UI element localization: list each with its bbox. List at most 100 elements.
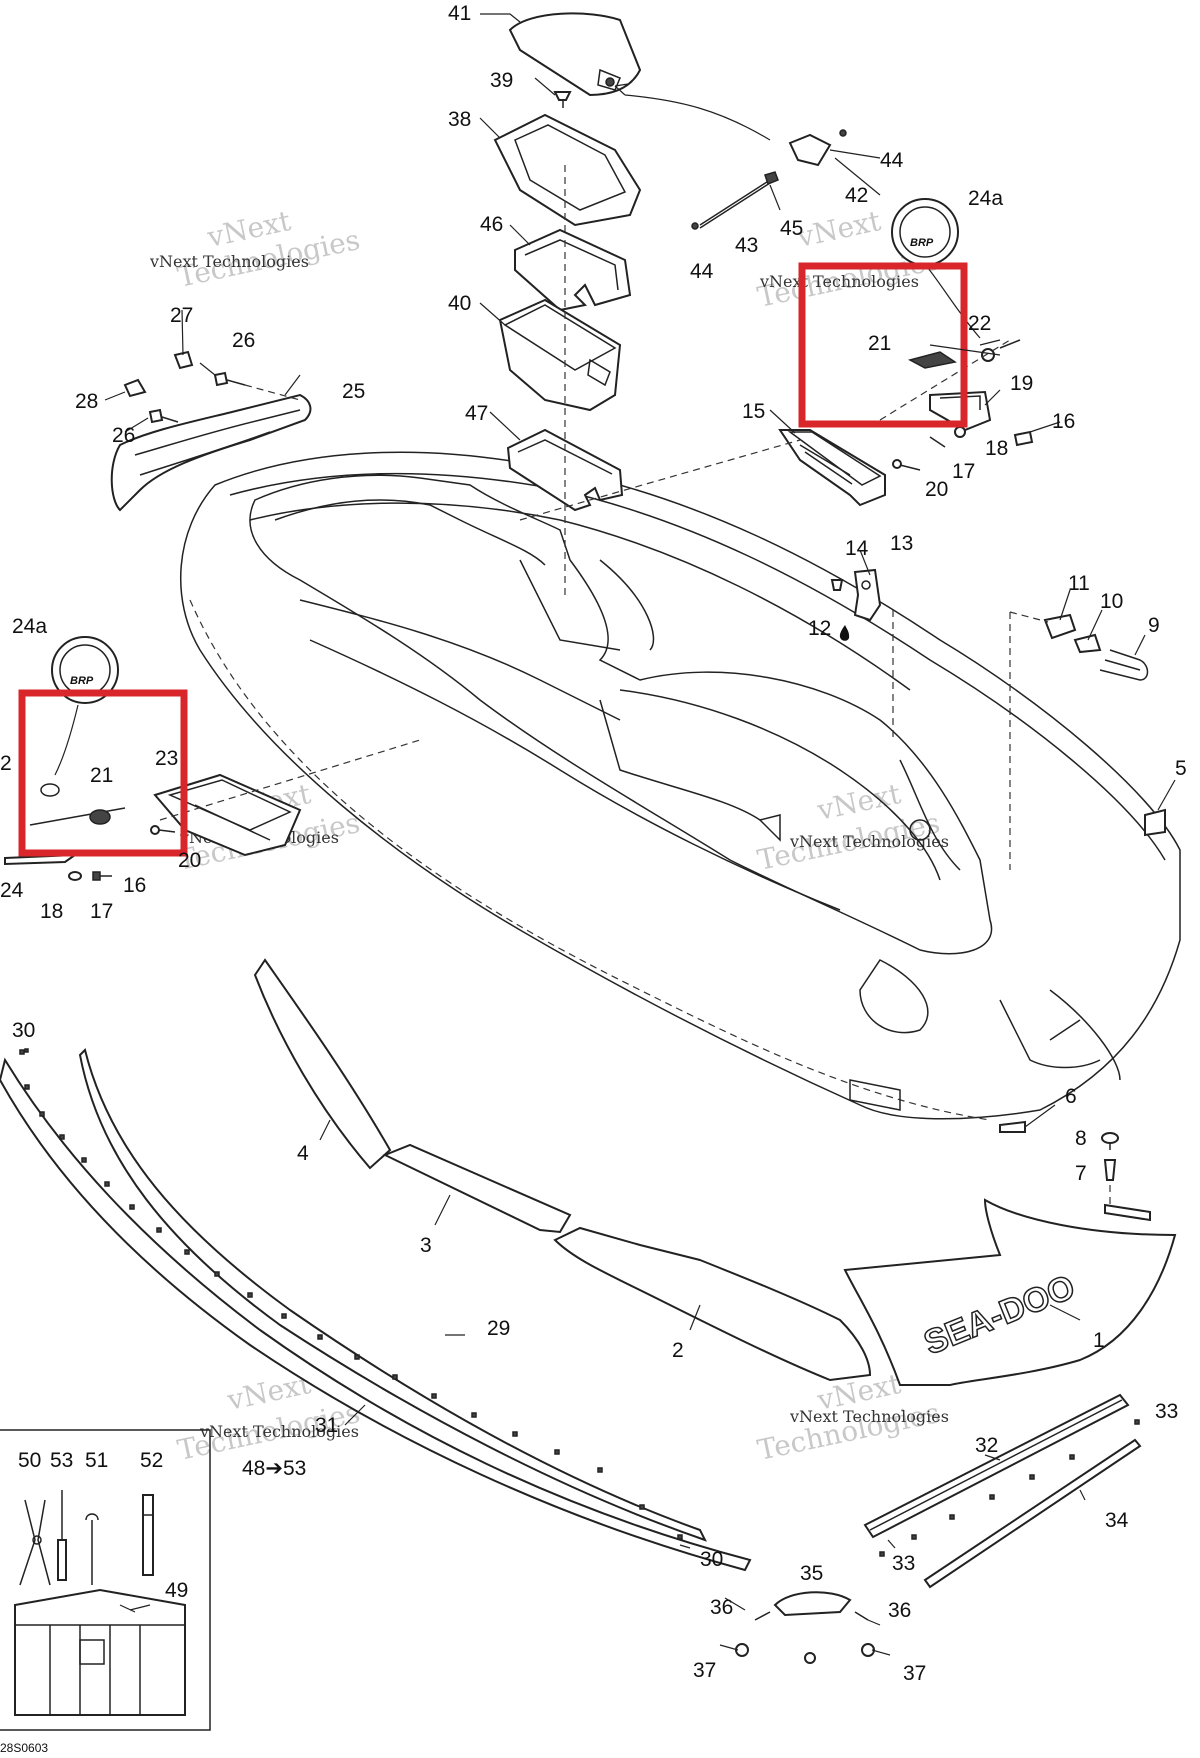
part-51-wrench <box>85 1513 99 1585</box>
part-18-washer-right <box>954 426 966 438</box>
part-27-nut <box>173 350 194 370</box>
part-46-gasket <box>514 228 632 312</box>
part-24a-brp-emblem-right: BRP <box>891 198 959 266</box>
part-20-screw-left <box>150 825 176 835</box>
label-15: 15 <box>742 400 765 423</box>
svg-text:vNext Technologies: vNext Technologies <box>199 1422 359 1441</box>
label-33-right: 33 <box>1155 1400 1178 1423</box>
label-38: 38 <box>448 108 471 131</box>
part-9-u-bolt <box>1099 649 1149 681</box>
part-25-handle-trim <box>110 393 312 512</box>
part-49-tool-pouch <box>14 1588 186 1716</box>
part-6-cap <box>999 1120 1026 1133</box>
label-44-bottom: 44 <box>690 260 714 283</box>
highlight-box-left <box>18 689 188 857</box>
label-36-left: 36 <box>710 1596 733 1619</box>
label-39: 39 <box>490 69 513 92</box>
svg-text:BRP: BRP <box>70 675 94 687</box>
part-7-bar <box>1104 1203 1151 1222</box>
highlight-box-right <box>798 262 968 428</box>
label-7: 7 <box>1075 1162 1087 1185</box>
part-16-nut-right <box>1013 430 1034 447</box>
label-50: 50 <box>18 1449 41 1472</box>
part-45-spring <box>764 171 779 185</box>
part-40-storage-bin <box>498 298 622 412</box>
label-28: 28 <box>75 390 98 413</box>
part-30-screw-row <box>19 1048 683 1540</box>
part-21-bracket-left <box>29 783 126 826</box>
label-53: 53 <box>50 1449 73 1472</box>
part-53-screwdriver <box>57 1490 67 1581</box>
label-29: 29 <box>487 1317 510 1340</box>
part-42-cap <box>788 133 832 167</box>
label-20-left: 20 <box>178 849 201 872</box>
label-18-right: 18 <box>985 437 1008 460</box>
part-50-pliers <box>19 1499 51 1586</box>
drawing-code: 28S0603 <box>0 1741 48 1755</box>
label-20-right: 20 <box>925 478 948 501</box>
part-26-screw-upper <box>213 371 246 387</box>
label-23: 23 <box>155 747 178 770</box>
label-33-bottom: 33 <box>892 1552 915 1575</box>
part-28-clip <box>123 378 147 398</box>
hull-deck <box>179 451 1181 1121</box>
svg-text:vNext Technologies: vNext Technologies <box>789 1407 949 1426</box>
label-14: 14 <box>845 537 869 560</box>
label-19: 19 <box>1010 372 1033 395</box>
label-21-left: 21 <box>90 764 113 787</box>
part-32-rail-right <box>863 1393 1130 1539</box>
label-26-bottom: 26 <box>112 424 135 447</box>
part-18-washer-left <box>68 871 82 881</box>
label-16-right: 16 <box>1052 410 1075 433</box>
label-11: 11 <box>1068 572 1090 595</box>
label-26-top: 26 <box>232 329 255 352</box>
part-20-screw-right <box>892 459 921 471</box>
label-13: 13 <box>890 532 913 555</box>
part-35-bumper <box>773 1591 852 1617</box>
label-24: 24 <box>0 879 24 902</box>
part-3-mat-strip <box>382 1143 572 1234</box>
part-39-screw <box>553 91 572 108</box>
part-15-vent-housing <box>778 429 886 507</box>
svg-text:vNext: vNext <box>794 204 885 254</box>
label-6: 6 <box>1065 1085 1077 1108</box>
part-44-screw <box>691 129 847 230</box>
label-22: 22 <box>968 312 991 335</box>
part-22-screw-right <box>981 339 1021 362</box>
part-7-fastener <box>1103 1159 1117 1210</box>
watermark-top-left: vNext Technologies vNext Technologies <box>149 204 363 294</box>
label-17-left: 17 <box>90 900 113 923</box>
part-29-rail-inner <box>78 1048 707 1542</box>
label-46: 46 <box>480 213 503 236</box>
label-4: 4 <box>297 1142 309 1165</box>
label-49: 49 <box>165 1579 188 1602</box>
label-17-right: 17 <box>952 460 975 483</box>
part-4-mat-strip <box>253 958 392 1170</box>
label-27: 27 <box>170 304 193 327</box>
svg-text:vNext Technologies: vNext Technologies <box>759 272 919 291</box>
label-9: 9 <box>1148 614 1160 637</box>
label-1: 1 <box>1093 1329 1105 1352</box>
label-43: 43 <box>735 234 758 257</box>
part-17-screw-right <box>929 436 946 448</box>
label-18-left: 18 <box>40 900 63 923</box>
part-30-rail-outer <box>0 1057 752 1572</box>
label-8: 8 <box>1075 1127 1087 1150</box>
part-37-cap-center <box>804 1652 816 1664</box>
watermark-middle-right: vNext Technologies vNext Technologies <box>755 777 949 877</box>
part-34-rail-right-lower <box>923 1438 1142 1589</box>
label-5: 5 <box>1175 757 1187 780</box>
label-30-top: 30 <box>12 1019 35 1042</box>
label-52: 52 <box>140 1449 163 1472</box>
svg-text:vNext Technologies: vNext Technologies <box>149 252 309 271</box>
part-36-screw-right <box>854 1611 869 1621</box>
label-44-top: 44 <box>880 149 904 172</box>
part-43-rod <box>699 179 771 229</box>
label-48-53: 48➔53 <box>242 1457 306 1480</box>
label-16-left: 16 <box>123 874 146 897</box>
part-5-decal <box>1144 808 1166 837</box>
part-33-screw-row <box>879 1419 1140 1557</box>
label-3: 3 <box>420 1234 432 1257</box>
label-51: 51 <box>85 1449 108 1472</box>
